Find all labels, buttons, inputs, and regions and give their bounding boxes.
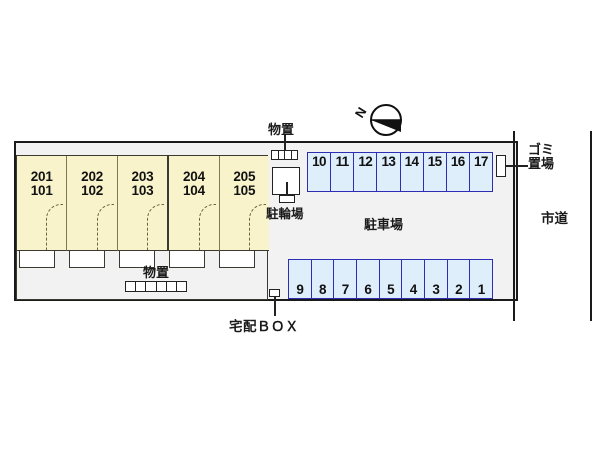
unit-lower-number: 105 <box>233 183 256 199</box>
unit-upper-number: 203 <box>131 169 154 184</box>
parking-stall-13: 13 <box>377 153 401 191</box>
parking-row-top: 10 11 12 13 14 15 16 17 <box>307 152 493 192</box>
unit-202-102: 202 102 <box>67 156 118 251</box>
parking-stall-8: 8 <box>312 260 335 298</box>
garbage-leader-line <box>506 165 528 167</box>
parking-row-bottom: 9 8 7 6 5 4 3 2 1 <box>288 259 493 299</box>
unit-203-103: 203 103 <box>117 156 170 251</box>
door-swing-icon <box>96 204 114 250</box>
road-boundary-outer <box>590 131 592 321</box>
unit-upper-number: 204 <box>182 169 205 184</box>
parking-stall-17: 17 <box>470 153 492 191</box>
parking-stall-4: 4 <box>402 260 426 298</box>
unit-lower-number: 101 <box>30 183 53 199</box>
unit-lower-number: 103 <box>131 183 154 199</box>
garbage-label-line2: 置場 <box>528 156 555 172</box>
unit-201-101: 201 101 <box>17 156 68 251</box>
unit-label: 203 103 <box>118 169 167 199</box>
bicycle-parking-label: 駐輪場 <box>266 207 304 221</box>
door-swing-icon <box>198 204 216 250</box>
parking-stall-1: 1 <box>470 260 492 298</box>
delivery-box-label: 宅配ＢＯＸ <box>229 319 299 334</box>
storage-top-leader-line <box>284 135 286 150</box>
delivery-box-marker <box>269 289 280 297</box>
stall-number: 14 <box>404 154 419 169</box>
garbage-area-label: ゴミ 置場 <box>528 142 555 172</box>
unit-lower-number: 104 <box>182 183 205 199</box>
parking-stall-5: 5 <box>380 260 403 298</box>
compass-rose: N <box>352 103 412 137</box>
stall-number: 1 <box>477 281 486 297</box>
parking-stall-3: 3 <box>425 260 448 298</box>
parking-stall-16: 16 <box>447 153 470 191</box>
stall-number: 6 <box>364 281 372 297</box>
apartment-building: 201 101 202 102 203 103 <box>16 155 270 300</box>
parking-stall-15: 15 <box>424 153 447 191</box>
entrance-porch <box>119 251 155 268</box>
unit-row: 201 101 202 102 203 103 <box>17 156 270 251</box>
entrance-porch <box>219 251 255 268</box>
building-storage-label: 物置 <box>142 265 169 280</box>
bicycle-parking-shelter <box>272 167 300 203</box>
parking-stall-9: 9 <box>289 260 312 298</box>
unit-label: 202 102 <box>67 169 116 199</box>
parking-stall-11: 11 <box>331 153 355 191</box>
storage-top-label: 物置 <box>268 122 295 137</box>
compass-icon <box>370 104 402 136</box>
road-label: 市道 <box>541 211 568 226</box>
stall-number: 8 <box>319 281 327 297</box>
parking-lot-label: 駐車場 <box>364 217 404 232</box>
unit-label: 201 101 <box>17 169 66 199</box>
storage-top-units <box>271 150 298 160</box>
garbage-label-line1: ゴミ <box>528 142 555 157</box>
parking-stall-7: 7 <box>334 260 358 298</box>
parking-stall-12: 12 <box>354 153 378 191</box>
stall-number: 13 <box>381 154 396 169</box>
stall-number: 5 <box>387 281 395 297</box>
unit-204-104: 204 104 <box>169 156 220 251</box>
stall-number: 17 <box>474 154 488 169</box>
unit-upper-number: 205 <box>233 169 256 184</box>
parking-stall-10: 10 <box>308 153 332 191</box>
unit-label: 205 105 <box>220 169 269 199</box>
door-swing-icon <box>46 204 64 250</box>
parking-stall-14: 14 <box>401 153 424 191</box>
stall-number: 3 <box>432 281 440 297</box>
road-boundary-inner <box>513 131 515 321</box>
entrance-porch <box>69 251 105 268</box>
stall-number: 12 <box>358 154 373 169</box>
stall-number: 9 <box>296 281 304 297</box>
unit-upper-number: 202 <box>81 169 104 184</box>
stall-number: 11 <box>335 154 350 169</box>
delivery-box-leader-line <box>274 297 276 316</box>
stall-number: 4 <box>409 281 418 297</box>
parking-stall-6: 6 <box>357 260 380 298</box>
stall-number: 15 <box>427 154 442 169</box>
unit-205-105: 205 105 <box>219 156 270 251</box>
parking-stall-2: 2 <box>448 260 471 298</box>
unit-label: 204 104 <box>169 169 218 199</box>
bicycle-shelter-post <box>286 182 288 196</box>
garbage-area-box <box>496 155 506 177</box>
entrance-porch <box>169 251 205 268</box>
stall-number: 16 <box>450 154 465 169</box>
door-swing-icon <box>147 204 165 250</box>
door-swing-icon <box>249 204 267 250</box>
stall-number: 10 <box>312 154 326 169</box>
unit-lower-number: 102 <box>81 183 104 199</box>
building-storage-units <box>125 281 187 292</box>
bicycle-shelter-base <box>279 195 295 203</box>
entrance-row <box>17 251 269 268</box>
stall-number: 2 <box>455 281 463 297</box>
stall-number: 7 <box>341 281 350 297</box>
unit-upper-number: 201 <box>30 169 53 184</box>
entrance-porch <box>19 251 55 268</box>
